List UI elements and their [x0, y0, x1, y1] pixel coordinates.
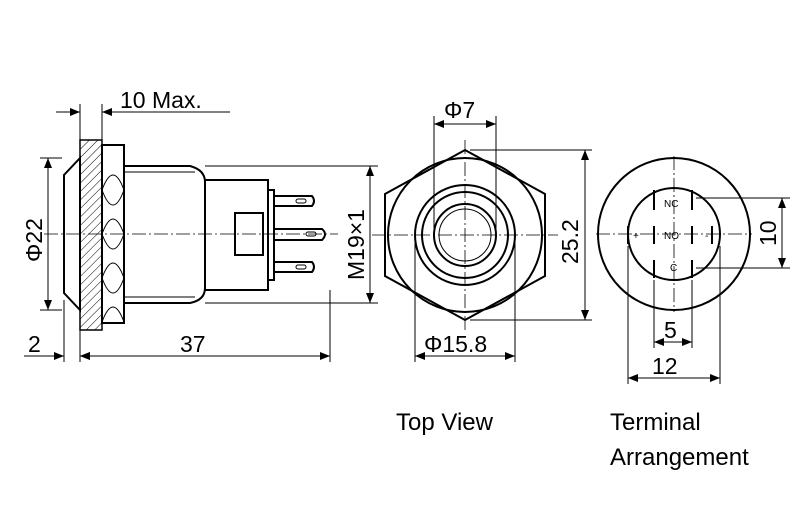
caption-top-view: Top View: [396, 409, 494, 436]
rear-housing: [204, 179, 269, 291]
terminal-label-c: C: [670, 263, 677, 274]
dim-thread: M19×1: [343, 209, 369, 280]
caption-terminal-line1: Terminal: [610, 409, 701, 436]
terminal-label-plus: +: [633, 231, 639, 242]
dim-bezel: 2: [28, 331, 41, 357]
top-view: Φ7 25.2 Φ15.8 Top View: [372, 97, 592, 436]
threaded-body: [124, 165, 206, 304]
dim-button-diameter: Φ7: [444, 97, 475, 123]
terminal-upper: [274, 195, 315, 207]
terminal-slots: [627, 190, 713, 278]
terminal-label-minus: -: [705, 231, 708, 242]
terminal-label-nc: NC: [664, 199, 678, 210]
dim-head-diameter: Φ22: [21, 218, 47, 262]
dim-across-flats: 25.2: [557, 219, 583, 264]
dim-terminal-width: 12: [652, 353, 678, 379]
dim-max-length: 10 Max.: [120, 87, 202, 113]
terminal-label-no: NO: [664, 231, 679, 242]
dim-terminal-pitch: 5: [664, 317, 677, 343]
panel-section: [79, 139, 103, 331]
dim-terminal-height: 10: [755, 220, 781, 246]
terminal-block: [267, 189, 275, 281]
front-bezel: [63, 155, 81, 313]
terminal-arrangement-view: NC NO C + - 10 5 12 Terminal Arrangement: [596, 156, 790, 471]
terminal-lower: [274, 261, 315, 273]
dim-body-length: 37: [180, 331, 206, 357]
dim-ring-diameter: Φ15.8: [424, 331, 487, 357]
side-view: 10 Max. Φ22 2 37 M19×1: [21, 87, 378, 362]
caption-terminal-line2: Arrangement: [610, 444, 749, 471]
terminal-middle: [274, 228, 326, 241]
